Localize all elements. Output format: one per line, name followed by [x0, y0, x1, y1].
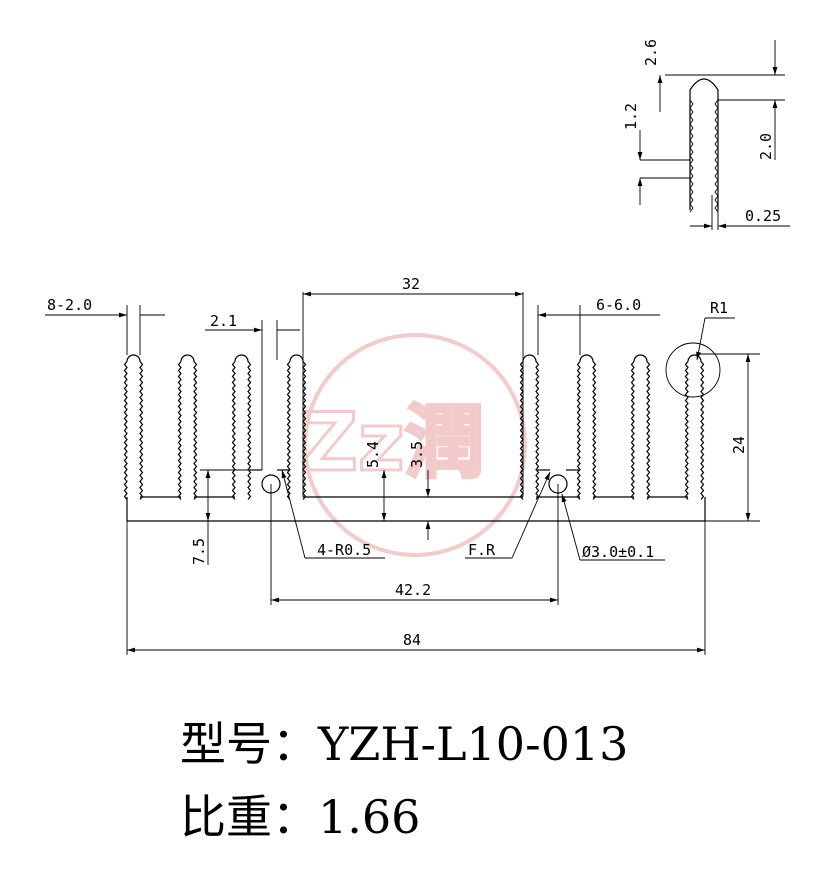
fin-6: [576, 354, 597, 500]
dim-fin-count-right: 6-6.0: [596, 296, 641, 314]
detail-left: 1.2: [622, 103, 640, 130]
dim-height: 24: [730, 436, 748, 454]
dim-fin-gap: 2.1: [210, 312, 237, 330]
dim-depth-a: 5.4: [364, 441, 382, 468]
detail-top: 2.6: [642, 39, 660, 66]
fin-1: [123, 354, 144, 500]
dim-fillet: F.R: [468, 541, 496, 559]
dim-total-width: 84: [403, 631, 421, 649]
dim-base: 7.5: [190, 538, 208, 565]
dim-hole: Ø3.0±0.1: [582, 543, 654, 561]
detail-right: 2.0: [757, 133, 775, 160]
dim-depth-b: 3.5: [408, 441, 426, 468]
dim-tip-radius: R1: [710, 299, 728, 317]
fin-4: [286, 354, 307, 500]
weight-label: 比重：1.66: [180, 790, 420, 844]
heatsink-base: [126, 497, 706, 522]
dim-center-width: 32: [402, 275, 420, 293]
fin-detail-view: [637, 40, 790, 230]
dim-hole-span: 42.2: [395, 581, 431, 599]
dim-corner-radius: 4-R0.5: [317, 541, 371, 559]
detail-tooth: 0.25: [745, 207, 781, 225]
fin-2: [177, 354, 198, 500]
fin-3: [231, 354, 252, 500]
fin-7: [630, 354, 651, 500]
tip-detail-circle: [665, 342, 721, 398]
fin-8: [684, 354, 705, 500]
dim-fin-count: 8-2.0: [47, 296, 92, 314]
model-label: 型号：YZH-L10-013: [180, 717, 628, 771]
watermark: Zz潤: [299, 333, 527, 557]
watermark-text: Zz潤: [300, 396, 485, 489]
heatsink-fins: [123, 354, 705, 500]
dimension-lines: [45, 291, 760, 655]
